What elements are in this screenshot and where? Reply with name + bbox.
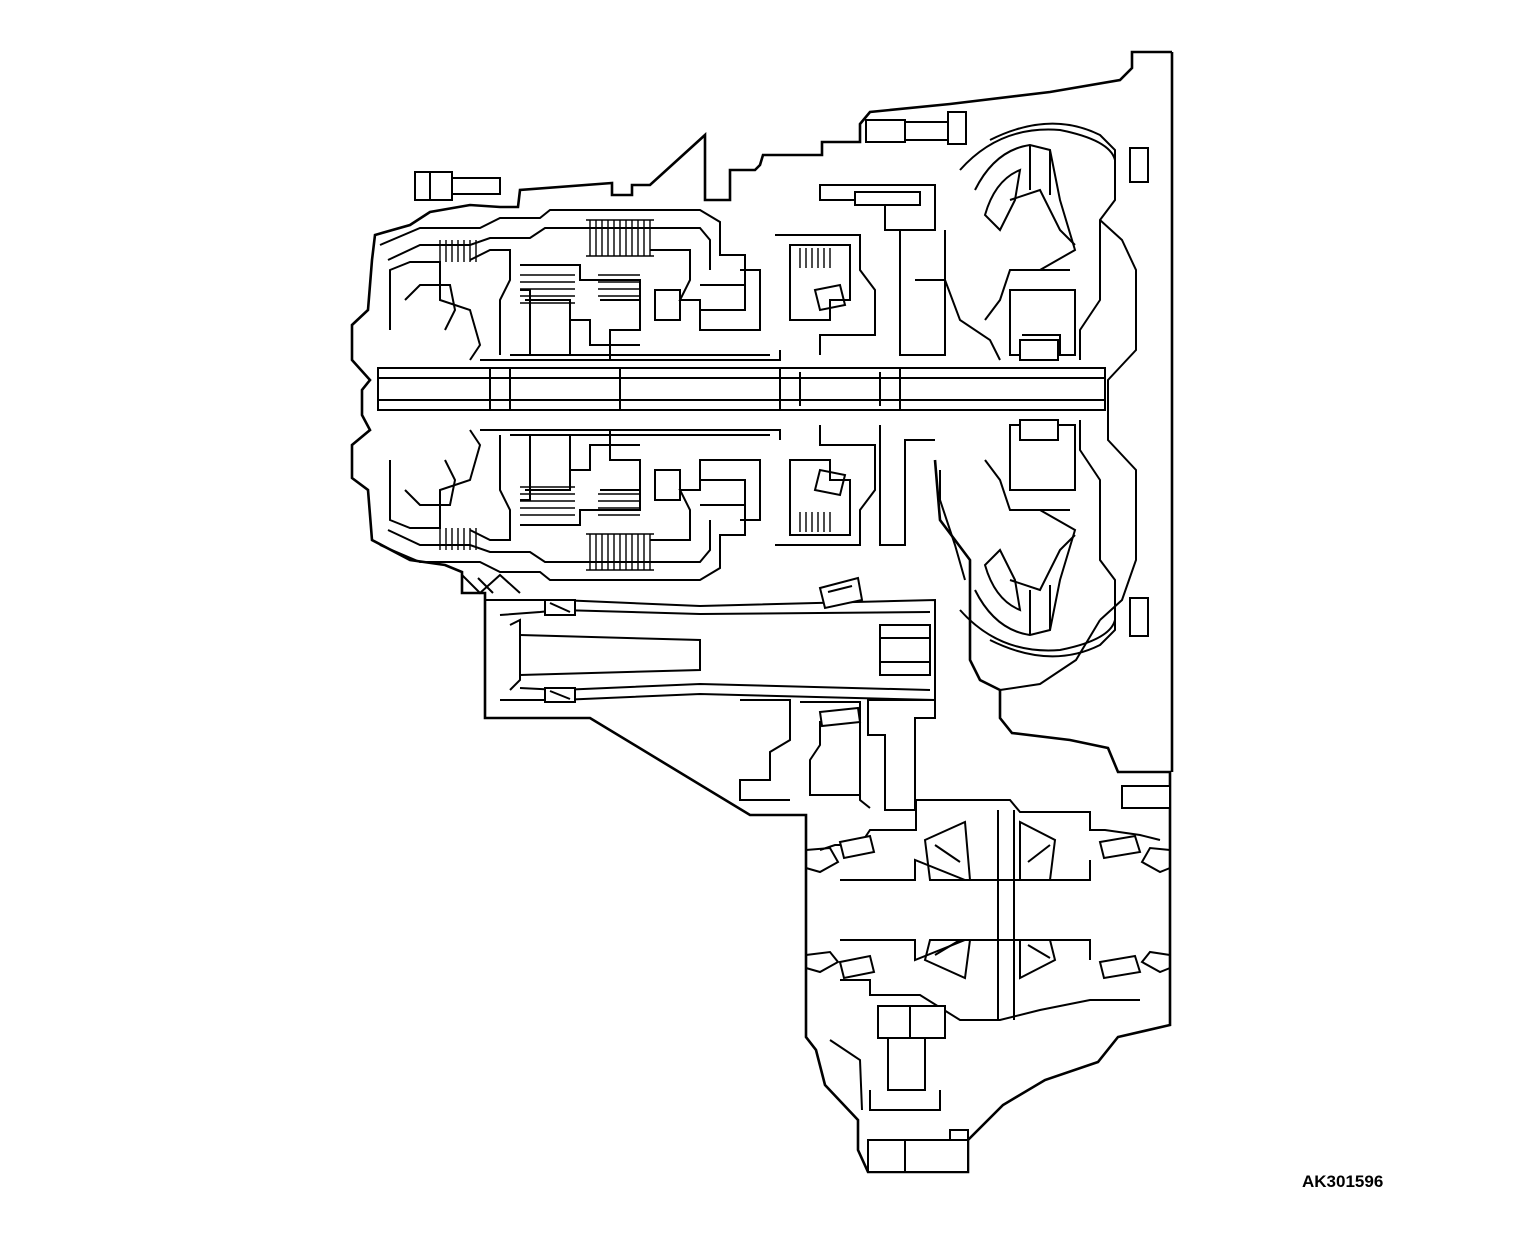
differential-bearing-right-lower xyxy=(1100,956,1140,978)
counter-shaft-bearing-right xyxy=(820,578,862,608)
lower-housing-bolt-lower xyxy=(868,1130,968,1172)
counter-shaft xyxy=(485,600,935,718)
upper-left-bolt xyxy=(415,172,500,200)
differential-bearing-left-upper xyxy=(840,836,874,858)
housing-top-bolt xyxy=(866,112,966,144)
drive-gear-assembly xyxy=(740,700,935,810)
input-shaft xyxy=(378,368,1105,410)
lower-clutch-assembly xyxy=(380,430,780,580)
differential-bearing-left-lower xyxy=(840,956,874,978)
differential-bearing-right-upper xyxy=(1100,836,1140,858)
lower-clutch-plates xyxy=(586,534,654,570)
upper-clutch-plates xyxy=(586,220,654,256)
counter-shaft-bearing-left-lower xyxy=(545,688,575,702)
upper-left-clutch-plates xyxy=(440,240,476,262)
torque-converter xyxy=(940,124,1115,657)
lower-left-clutch-plates xyxy=(440,528,476,550)
figure-code-label: AK301596 xyxy=(1302,1172,1384,1191)
right-side-plug xyxy=(1122,786,1170,808)
converter-lower-bolt xyxy=(1130,598,1148,636)
converter-upper-bolt xyxy=(1130,148,1148,182)
housing-ribs xyxy=(462,575,520,593)
middle-clutch-upper xyxy=(775,185,945,355)
upper-clutch-assembly xyxy=(380,210,780,360)
lower-housing-bolt-upper xyxy=(878,1006,945,1090)
differential-assembly xyxy=(806,800,1170,1020)
counter-shaft-bearing-left-upper xyxy=(545,600,575,615)
lower-housing-rib xyxy=(830,1040,940,1110)
middle-clutch-lower xyxy=(775,425,935,545)
transaxle-housing-outline xyxy=(352,52,1172,1172)
